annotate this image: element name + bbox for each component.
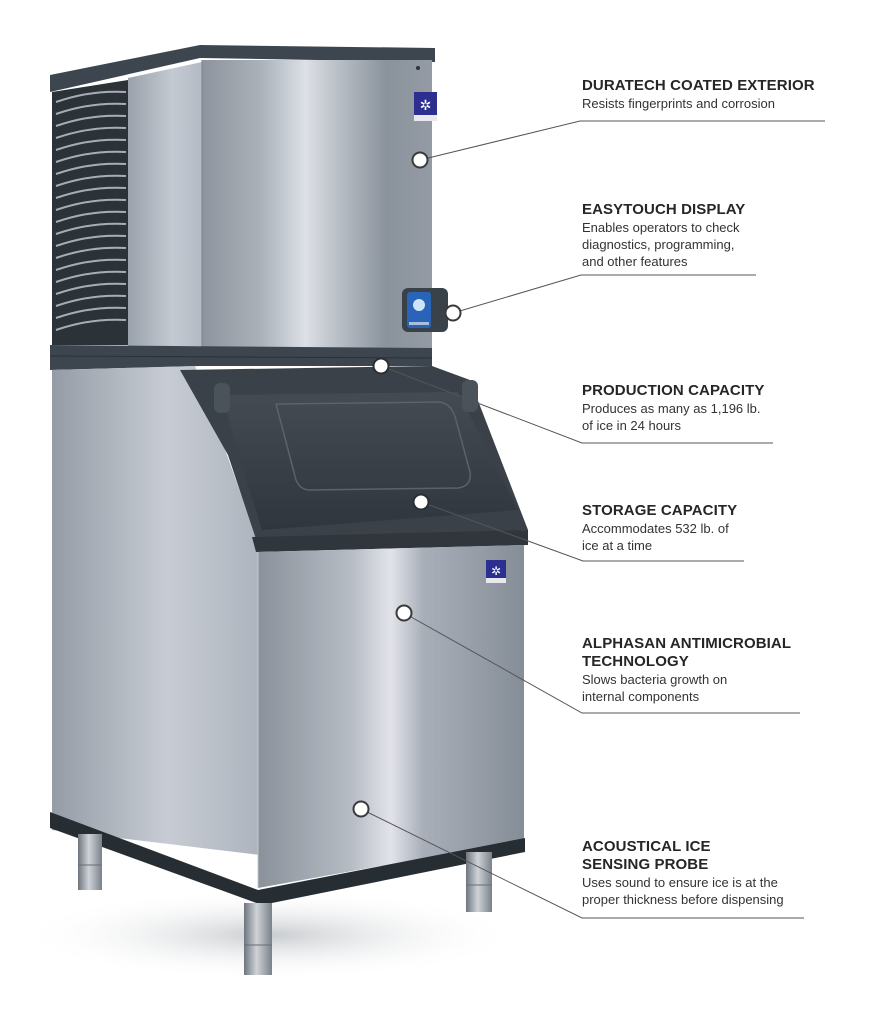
easytouch-display bbox=[402, 288, 448, 332]
callout-storage: STORAGE CAPACITY Accommodates 532 lb. of… bbox=[582, 502, 737, 554]
marker-acoustical-icon bbox=[352, 800, 370, 818]
callout-title-line: ACOUSTICAL ICE bbox=[582, 838, 711, 855]
leg-front-left bbox=[244, 903, 272, 975]
marker-storage-icon bbox=[412, 493, 430, 511]
callout-description-line: and other features bbox=[582, 254, 688, 269]
head-unit: ✲ bbox=[49, 45, 448, 370]
callout-title-line: TECHNOLOGY bbox=[582, 653, 689, 670]
callout-description-line: ice at a time bbox=[582, 538, 653, 553]
callout-acoustical: ACOUSTICAL ICE SENSING PROBE Uses sound … bbox=[582, 838, 784, 908]
svg-text:✲: ✲ bbox=[491, 564, 501, 578]
callout-alphasan: ALPHASAN ANTIMICROBIAL TECHNOLOGY Slows … bbox=[582, 635, 791, 705]
leader-line-acoustical bbox=[360, 808, 804, 919]
callout-title: EASYTOUCH DISPLAY bbox=[582, 201, 746, 218]
callout-production: PRODUCTION CAPACITY Produces as many as … bbox=[582, 382, 764, 434]
callout-description-line: internal components bbox=[582, 689, 700, 704]
marker-production-icon bbox=[372, 357, 390, 375]
logo-badge: ✲ bbox=[414, 92, 437, 121]
bin-front bbox=[258, 545, 524, 888]
leader-line-storage bbox=[420, 501, 744, 562]
front-panel bbox=[202, 60, 432, 348]
callout-description-line: diagnostics, programming, bbox=[582, 237, 735, 252]
markers bbox=[352, 151, 462, 818]
callout-description-line: proper thickness before dispensing bbox=[582, 892, 784, 907]
marker-duratech-icon bbox=[411, 151, 429, 169]
callout-description-line: Accommodates 532 lb. of bbox=[582, 521, 729, 536]
svg-text:✲: ✲ bbox=[420, 98, 432, 114]
leader-line-production bbox=[380, 365, 773, 444]
callout-description-line: Enables operators to check bbox=[582, 220, 740, 235]
callout-title-line: ALPHASAN ANTIMICROBIAL bbox=[582, 635, 792, 652]
bin-logo-badge: ✲ bbox=[486, 560, 506, 583]
callout-title: DURATECH COATED EXTERIOR bbox=[582, 77, 815, 94]
leg-front-right bbox=[466, 852, 492, 912]
marker-alphasan-icon bbox=[395, 604, 413, 622]
storage-bin: ✲ bbox=[50, 366, 528, 975]
callout-description-line: Uses sound to ensure ice is at the bbox=[582, 875, 778, 890]
bin-door bbox=[222, 392, 518, 530]
callout-description: Resists fingerprints and corrosion bbox=[582, 96, 775, 111]
callout-description-line: of ice in 24 hours bbox=[582, 418, 682, 433]
callout-description-line: Produces as many as 1,196 lb. bbox=[582, 401, 761, 416]
callout-title-line: SENSING PROBE bbox=[582, 856, 709, 873]
marker-easytouch-icon bbox=[444, 304, 462, 322]
leader-line-easytouch bbox=[452, 274, 756, 314]
callout-title: PRODUCTION CAPACITY bbox=[582, 382, 765, 399]
leader-lines bbox=[360, 120, 825, 919]
leg-back-left bbox=[78, 834, 102, 890]
callout-duratech: DURATECH COATED EXTERIOR Resists fingerp… bbox=[582, 77, 815, 112]
callout-title: STORAGE CAPACITY bbox=[582, 502, 738, 519]
leader-line-duratech bbox=[419, 120, 825, 161]
callout-easytouch: EASYTOUCH DISPLAY Enables operators to c… bbox=[582, 201, 745, 270]
callout-description-line: Slows bacteria growth on bbox=[582, 672, 728, 687]
base-trim bbox=[50, 812, 525, 905]
leader-line-alphasan bbox=[403, 612, 800, 714]
